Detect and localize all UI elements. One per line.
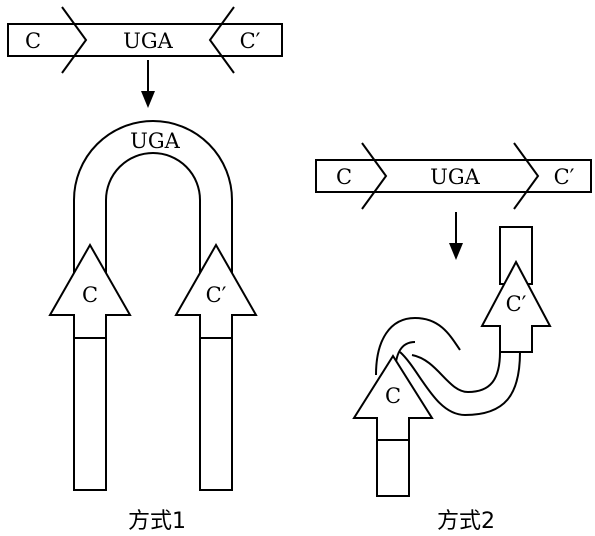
s-tube-lower-edge <box>399 351 521 417</box>
top-strand-c-chevron <box>61 6 88 74</box>
mode2-strand-c-label: C <box>336 165 352 189</box>
down-arrow-mode1 <box>141 60 155 108</box>
mode1-c-label: C <box>82 283 98 307</box>
mode2-caption: 方式2 <box>437 509 495 534</box>
mode2-strand: C UGA C′ <box>315 142 592 210</box>
mode2-c-label: C <box>385 384 401 408</box>
top-strand: C UGA C′ <box>7 6 283 74</box>
down-arrow-mode2 <box>449 212 463 260</box>
hairpin-outer-edge <box>73 120 233 275</box>
mode2-cprime-arrow <box>480 259 552 353</box>
mode2-lower-stem <box>376 439 410 497</box>
mode2-strand-uga-label: UGA <box>430 165 480 189</box>
top-strand-bar <box>7 23 283 57</box>
s-tube-upper-edge <box>411 351 501 394</box>
top-strand-uga-label: UGA <box>123 29 173 53</box>
hairpin-inner-edge <box>105 152 201 275</box>
top-strand-c-label: C <box>25 29 41 53</box>
mode1-cprime-label: C′ <box>206 283 227 307</box>
mode2-cprime-label: C′ <box>506 292 527 316</box>
mode1-left-stem <box>73 337 107 491</box>
mode2-strand-cprime-chevron <box>513 142 540 210</box>
mode2-s-shape: C′ C 方式2 <box>352 226 552 534</box>
mode2-strand-cprime-label: C′ <box>554 165 575 189</box>
s-tube-loop-top <box>375 316 461 376</box>
mode2-strand-c-chevron <box>361 142 388 210</box>
hairpin-uga-label: UGA <box>130 129 180 153</box>
mode1-caption: 方式1 <box>128 509 186 534</box>
top-strand-cprime-label: C′ <box>240 29 261 53</box>
mode1-hairpin: UGA C C′ 方式1 <box>48 120 258 534</box>
mode1-right-stem <box>199 337 233 491</box>
top-strand-cprime-chevron <box>208 6 235 74</box>
mode2-strand-bar <box>315 159 592 193</box>
